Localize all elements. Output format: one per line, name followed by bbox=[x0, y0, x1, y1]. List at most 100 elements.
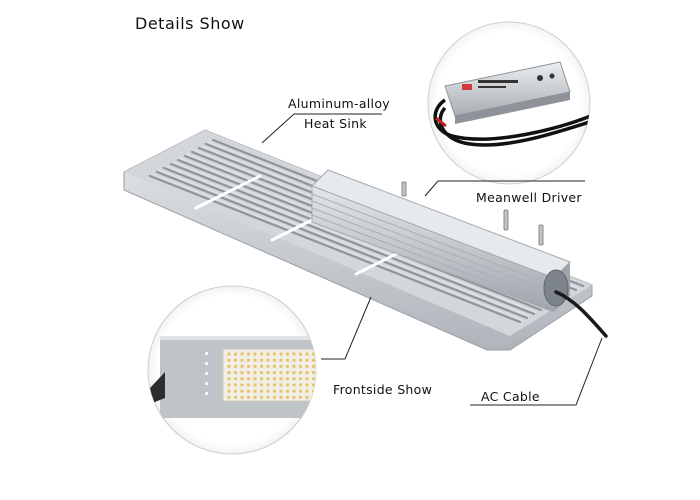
led-dot bbox=[285, 383, 290, 387]
led-dot bbox=[279, 389, 283, 393]
led-dot bbox=[246, 377, 251, 381]
led-dot bbox=[285, 377, 290, 381]
led-dot bbox=[240, 371, 244, 375]
led-dot bbox=[292, 377, 296, 381]
led-dot bbox=[233, 352, 238, 356]
led-dot bbox=[311, 371, 316, 375]
led-dot bbox=[285, 352, 290, 356]
led-dot bbox=[285, 358, 290, 362]
led-dot bbox=[266, 371, 270, 375]
led-dot bbox=[305, 358, 309, 362]
led-dot bbox=[305, 377, 309, 381]
led-dot bbox=[253, 364, 257, 368]
led-dot bbox=[279, 364, 283, 368]
mounting-bolts bbox=[401, 181, 544, 246]
led-dot bbox=[227, 389, 231, 393]
led-dot bbox=[305, 395, 309, 399]
frontside-leader bbox=[321, 296, 372, 360]
led-dot bbox=[298, 395, 303, 399]
led-dot bbox=[227, 395, 231, 399]
led-dot bbox=[240, 358, 244, 362]
led-dot bbox=[253, 352, 257, 356]
led-dot bbox=[292, 364, 296, 368]
led-dot bbox=[272, 358, 277, 362]
led-dot bbox=[298, 352, 303, 356]
led-dot bbox=[292, 383, 296, 387]
led-dot bbox=[233, 371, 238, 375]
led-dot bbox=[266, 395, 270, 399]
led-dot bbox=[311, 377, 316, 381]
led-dot bbox=[227, 352, 231, 356]
led-dot bbox=[279, 383, 283, 387]
led-dot bbox=[279, 358, 283, 362]
led-dot bbox=[259, 383, 264, 387]
led-dot bbox=[246, 383, 251, 387]
led-dot bbox=[298, 377, 303, 381]
led-dot bbox=[298, 383, 303, 387]
led-dot bbox=[298, 364, 303, 368]
driver-inset bbox=[427, 21, 591, 185]
led-dot bbox=[285, 389, 290, 393]
led-dot bbox=[259, 395, 264, 399]
led-dot bbox=[292, 371, 296, 375]
led-dot bbox=[298, 389, 303, 393]
led-dot bbox=[227, 377, 231, 381]
led-dot bbox=[227, 358, 231, 362]
led-dot bbox=[253, 358, 257, 362]
led-dot bbox=[305, 352, 309, 356]
led-dot bbox=[246, 352, 251, 356]
led-dot bbox=[233, 383, 238, 387]
led-dot bbox=[272, 383, 277, 387]
led-dot bbox=[305, 371, 309, 375]
led-dot bbox=[272, 389, 277, 393]
driver-label: Meanwell Driver bbox=[476, 190, 582, 205]
led-dot bbox=[233, 395, 238, 399]
led-dot bbox=[305, 389, 309, 393]
led-dot bbox=[253, 395, 257, 399]
led-dot bbox=[253, 371, 257, 375]
led-dot bbox=[266, 364, 270, 368]
led-dot bbox=[240, 364, 244, 368]
led-dot bbox=[272, 377, 277, 381]
led-dot bbox=[272, 364, 277, 368]
led-dot bbox=[311, 395, 316, 399]
led-dot bbox=[279, 371, 283, 375]
led-dot bbox=[266, 352, 270, 356]
led-dot bbox=[233, 389, 238, 393]
led-dot bbox=[266, 358, 270, 362]
led-dot bbox=[279, 395, 283, 399]
led-dot bbox=[305, 364, 309, 368]
heat-sink-leader bbox=[261, 113, 382, 144]
led-dot bbox=[292, 352, 296, 356]
led-dot bbox=[227, 364, 231, 368]
led-dot bbox=[227, 383, 231, 387]
led-dot bbox=[233, 358, 238, 362]
driver-leader bbox=[424, 180, 585, 197]
led-dot bbox=[292, 389, 296, 393]
led-dot bbox=[240, 352, 244, 356]
led-dot bbox=[246, 395, 251, 399]
led-dot bbox=[279, 352, 283, 356]
led-dot bbox=[272, 395, 277, 399]
led-dot bbox=[246, 389, 251, 393]
led-dot bbox=[259, 371, 264, 375]
led-dot bbox=[259, 364, 264, 368]
led-dot bbox=[227, 371, 231, 375]
led-dot bbox=[233, 377, 238, 381]
ac-cable bbox=[554, 290, 608, 338]
led-dot bbox=[311, 383, 316, 387]
led-dot bbox=[253, 383, 257, 387]
led-dot bbox=[240, 389, 244, 393]
driver-housing bbox=[311, 169, 571, 313]
led-dot bbox=[246, 371, 251, 375]
led-dot bbox=[292, 395, 296, 399]
led-dot bbox=[285, 395, 290, 399]
led-dot bbox=[259, 358, 264, 362]
led-dot bbox=[246, 358, 251, 362]
street-light-fixture bbox=[123, 129, 608, 351]
led-dot bbox=[266, 389, 270, 393]
led-panel bbox=[222, 348, 316, 402]
led-dot bbox=[311, 352, 316, 356]
